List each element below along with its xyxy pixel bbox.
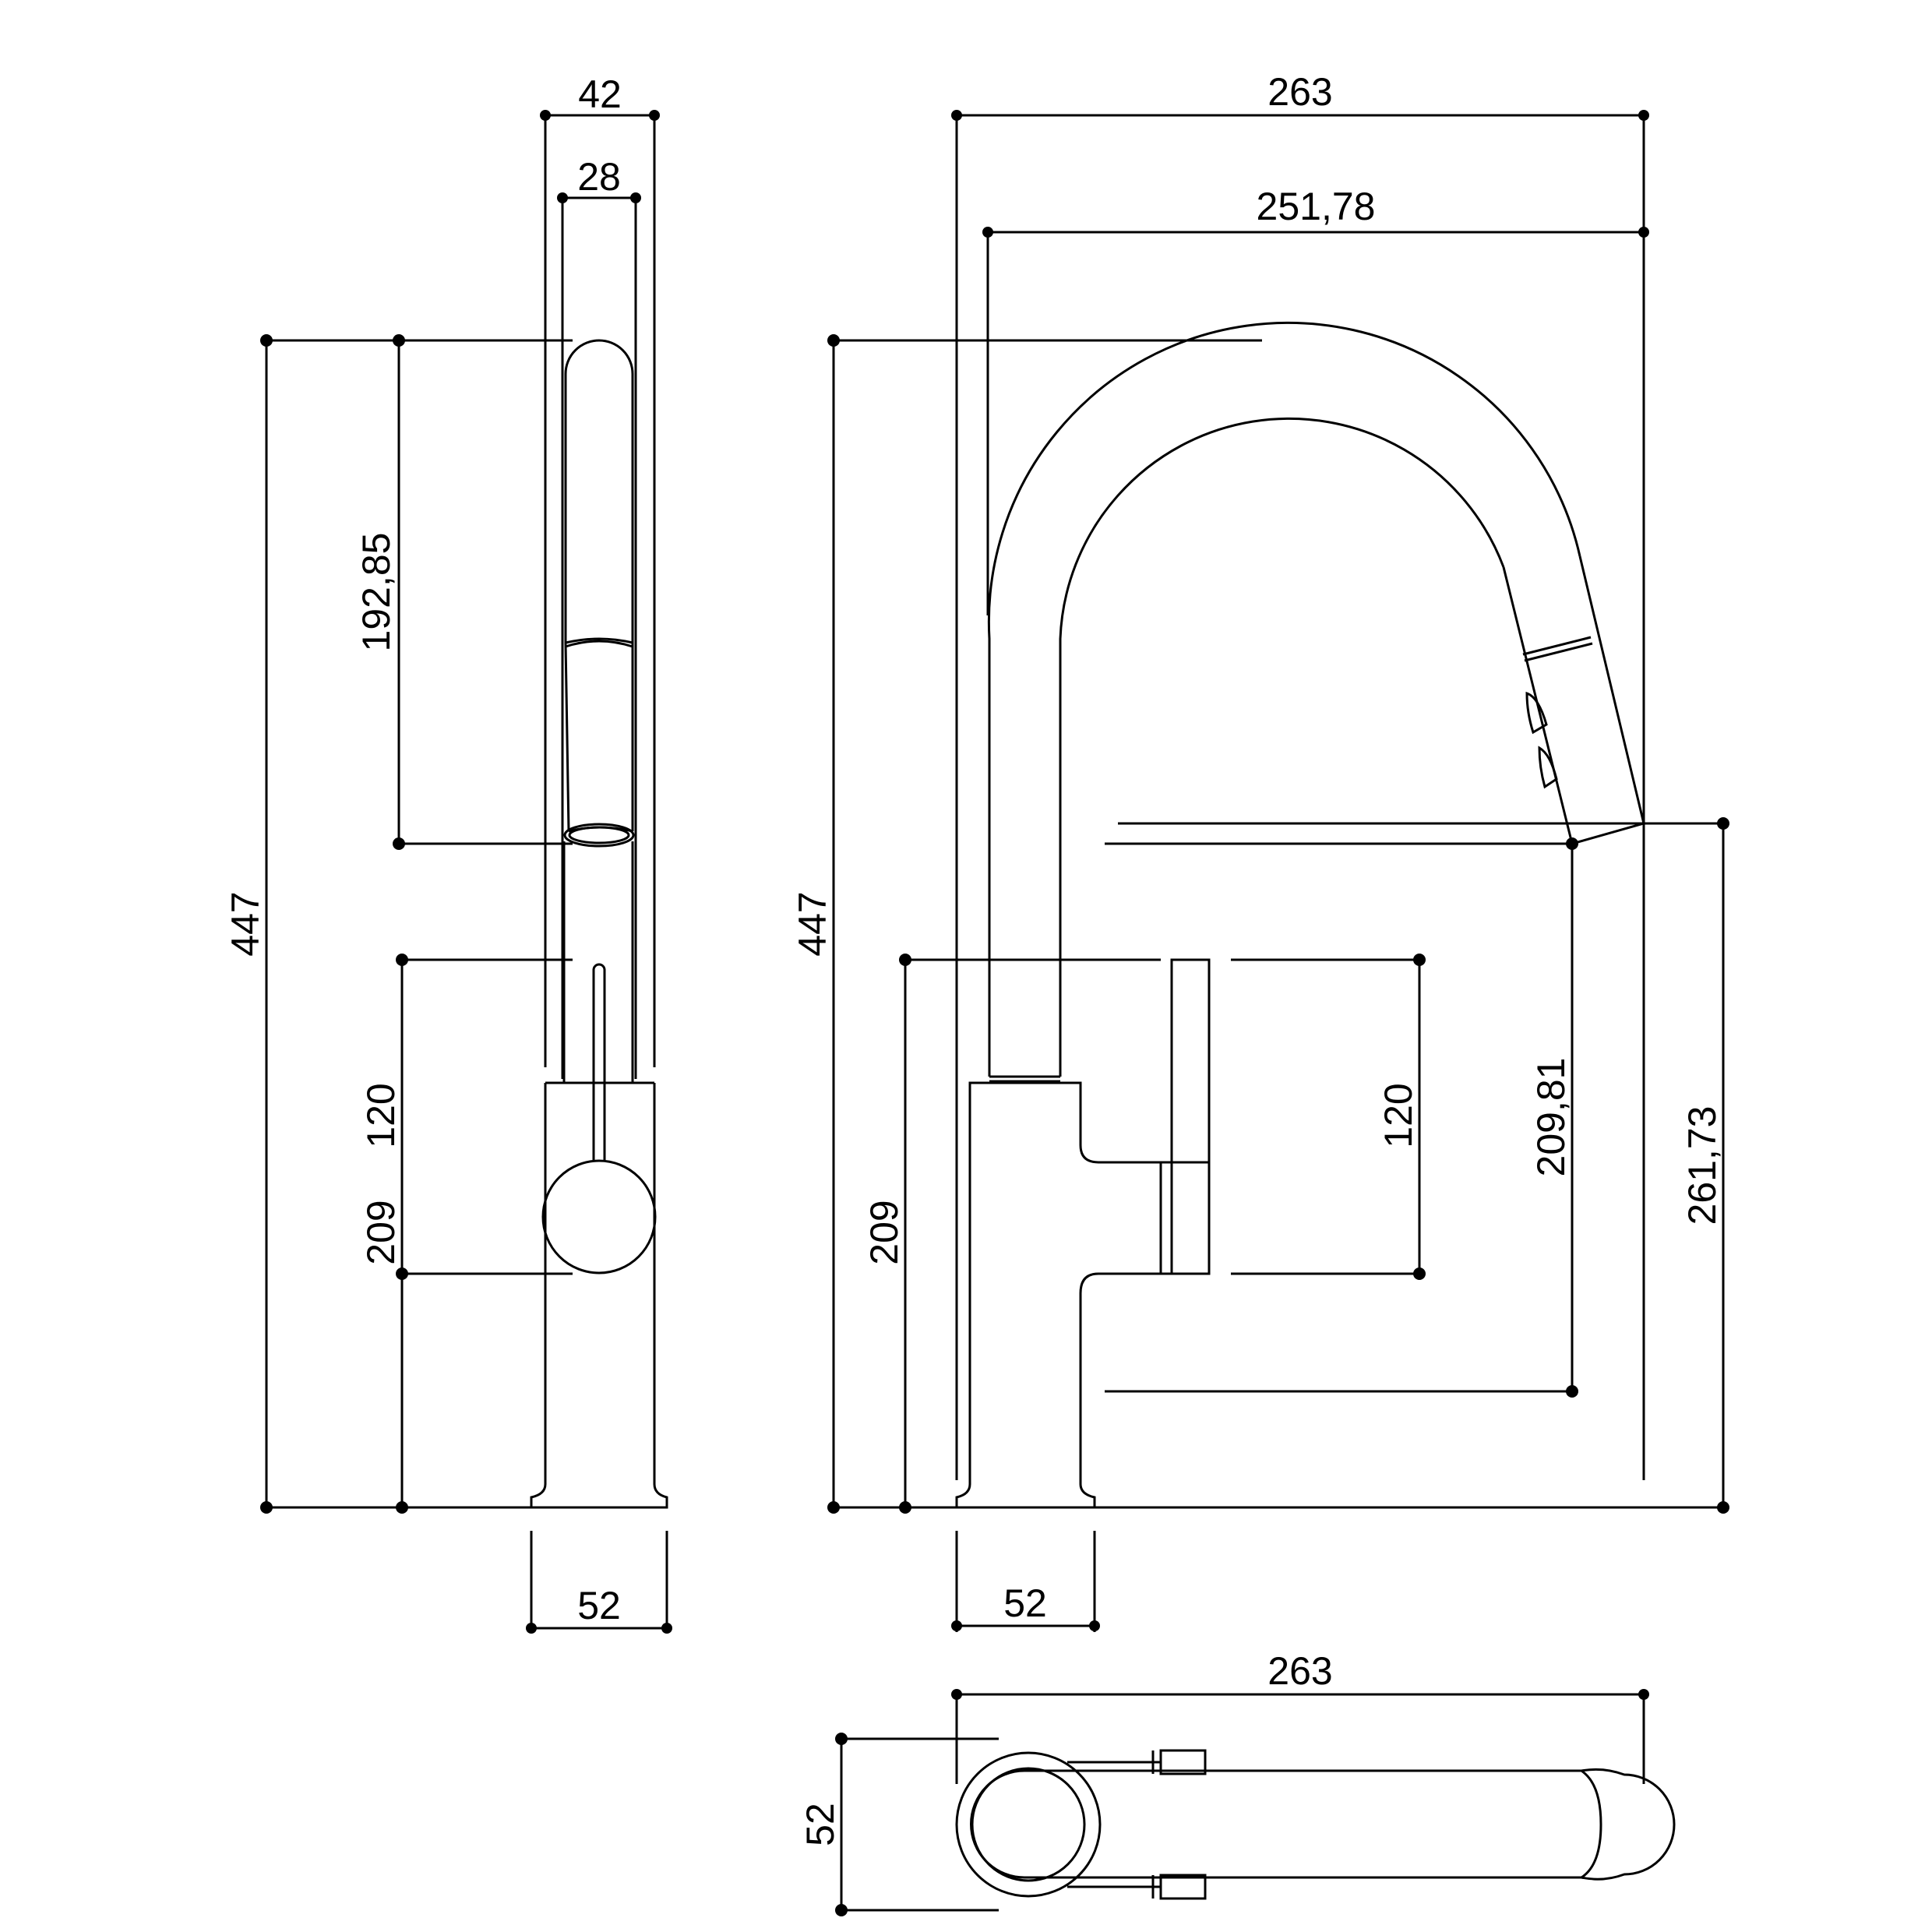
front-spray-head [1502,555,1645,845]
front-spout [987,321,1581,1077]
side-height-total-label: 447 [224,891,267,956]
front-lever-block [1159,1161,1173,1275]
side-height-lever-label: 120 [359,1083,403,1148]
top-view: 263 52 [799,1649,1676,1916]
side-height-body-label: 209 [359,1200,403,1264]
front-view: 263 251,78 447 [791,70,1729,1632]
top-base-outer [955,1751,1102,1898]
side-width-outer-label: 42 [578,72,622,116]
side-lever [592,963,606,1161]
front-spray-button-2 [1538,746,1558,789]
front-height-outlet-label: 209,81 [1529,1058,1573,1177]
side-view: 42 28 447 [224,72,672,1634]
front-height-lever-label: 120 [1377,1083,1420,1148]
side-base-width-label: 52 [577,1584,621,1627]
top-width-label: 52 [799,1803,842,1846]
front-body [955,1081,1162,1509]
front-height-total-label: 447 [791,891,834,956]
front-reach-total-label: 263 [1267,70,1332,114]
front-reach-spout-label: 251,78 [1257,185,1376,228]
top-length-label: 263 [1267,1649,1332,1693]
side-height-spray-label: 192,85 [354,533,398,652]
front-height-outlet-top-label: 261,73 [1680,1106,1724,1225]
top-spout [970,1768,1676,1881]
side-spray-head [564,339,634,644]
side-width-inner-label: 28 [577,155,621,199]
side-base [530,1483,668,1509]
front-spray-button-1 [1525,691,1548,735]
front-height-body-label: 209 [862,1200,906,1264]
side-lever-knob [541,1159,657,1274]
front-lever [1170,958,1211,1275]
front-base-width-label: 52 [1003,1581,1047,1625]
